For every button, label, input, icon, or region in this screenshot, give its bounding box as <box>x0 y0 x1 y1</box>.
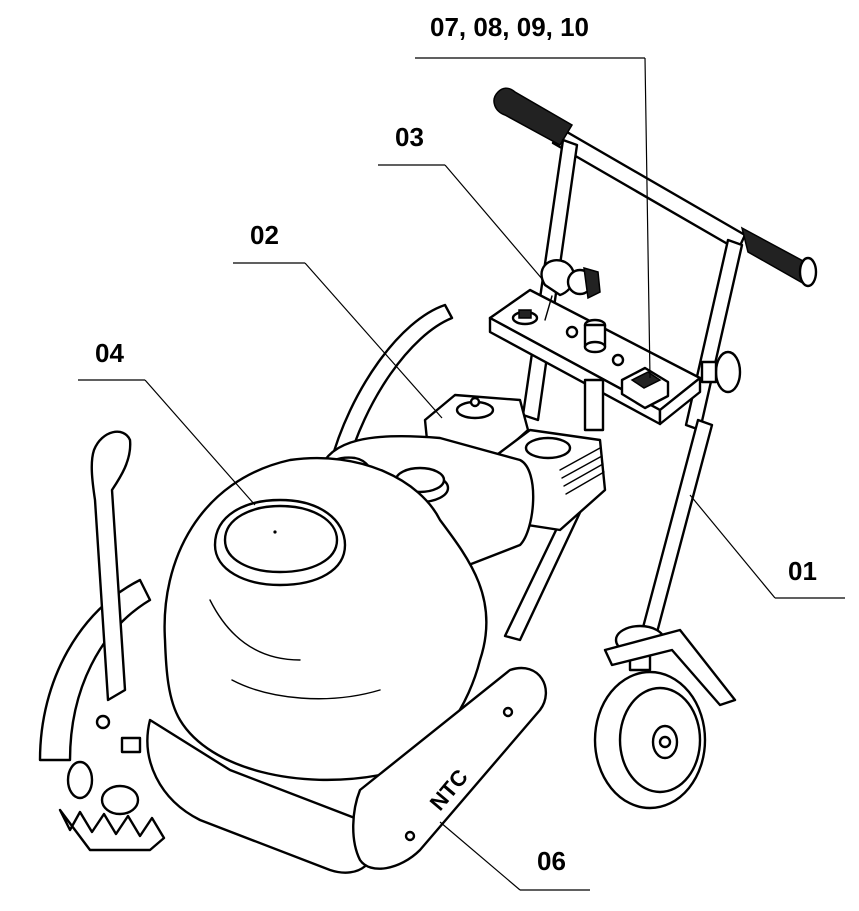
callout-01: 01 <box>689 494 845 599</box>
callout-07-10: 07, 08, 09, 10 <box>415 12 651 379</box>
callout-02: 02 <box>233 220 443 419</box>
callout-label-06: 06 <box>537 846 566 876</box>
callout-label-07-10: 07, 08, 09, 10 <box>430 12 589 42</box>
base-and-belt-cover: NTC <box>146 666 548 874</box>
throttle-lever <box>540 259 576 297</box>
callout-label-03: 03 <box>395 122 424 152</box>
callout-label-04: 04 <box>95 338 124 368</box>
rear-wheel <box>593 624 737 810</box>
control-panel <box>488 259 702 432</box>
callout-label-01: 01 <box>788 556 817 586</box>
callout-03: 03 <box>378 122 544 281</box>
callout-06: 06 <box>439 821 590 891</box>
water-tank <box>163 456 488 781</box>
right-clamp-knob <box>700 350 742 394</box>
blade-guard <box>38 430 166 852</box>
callout-04: 04 <box>78 338 256 506</box>
left-grip <box>493 87 574 147</box>
callout-label-02: 02 <box>250 220 279 250</box>
